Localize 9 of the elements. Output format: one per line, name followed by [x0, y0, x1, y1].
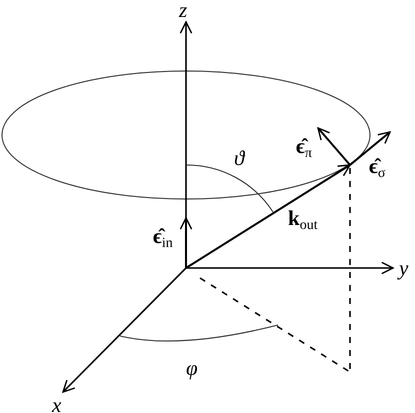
angle-label: ϑ	[234, 148, 244, 169]
angle-label: φ	[186, 358, 198, 379]
axis-label: z	[179, 0, 188, 21]
axis-label: x	[52, 395, 62, 413]
vector-label: k$_{out}$	[288, 208, 318, 229]
axis-label: y	[399, 258, 408, 279]
vector-label: ϵ̂$_{σ}$	[369, 156, 386, 177]
vector-label: ϵ̂$_{in}$	[153, 226, 173, 247]
vector-label: ϵ̂$_{π}$	[296, 136, 312, 157]
